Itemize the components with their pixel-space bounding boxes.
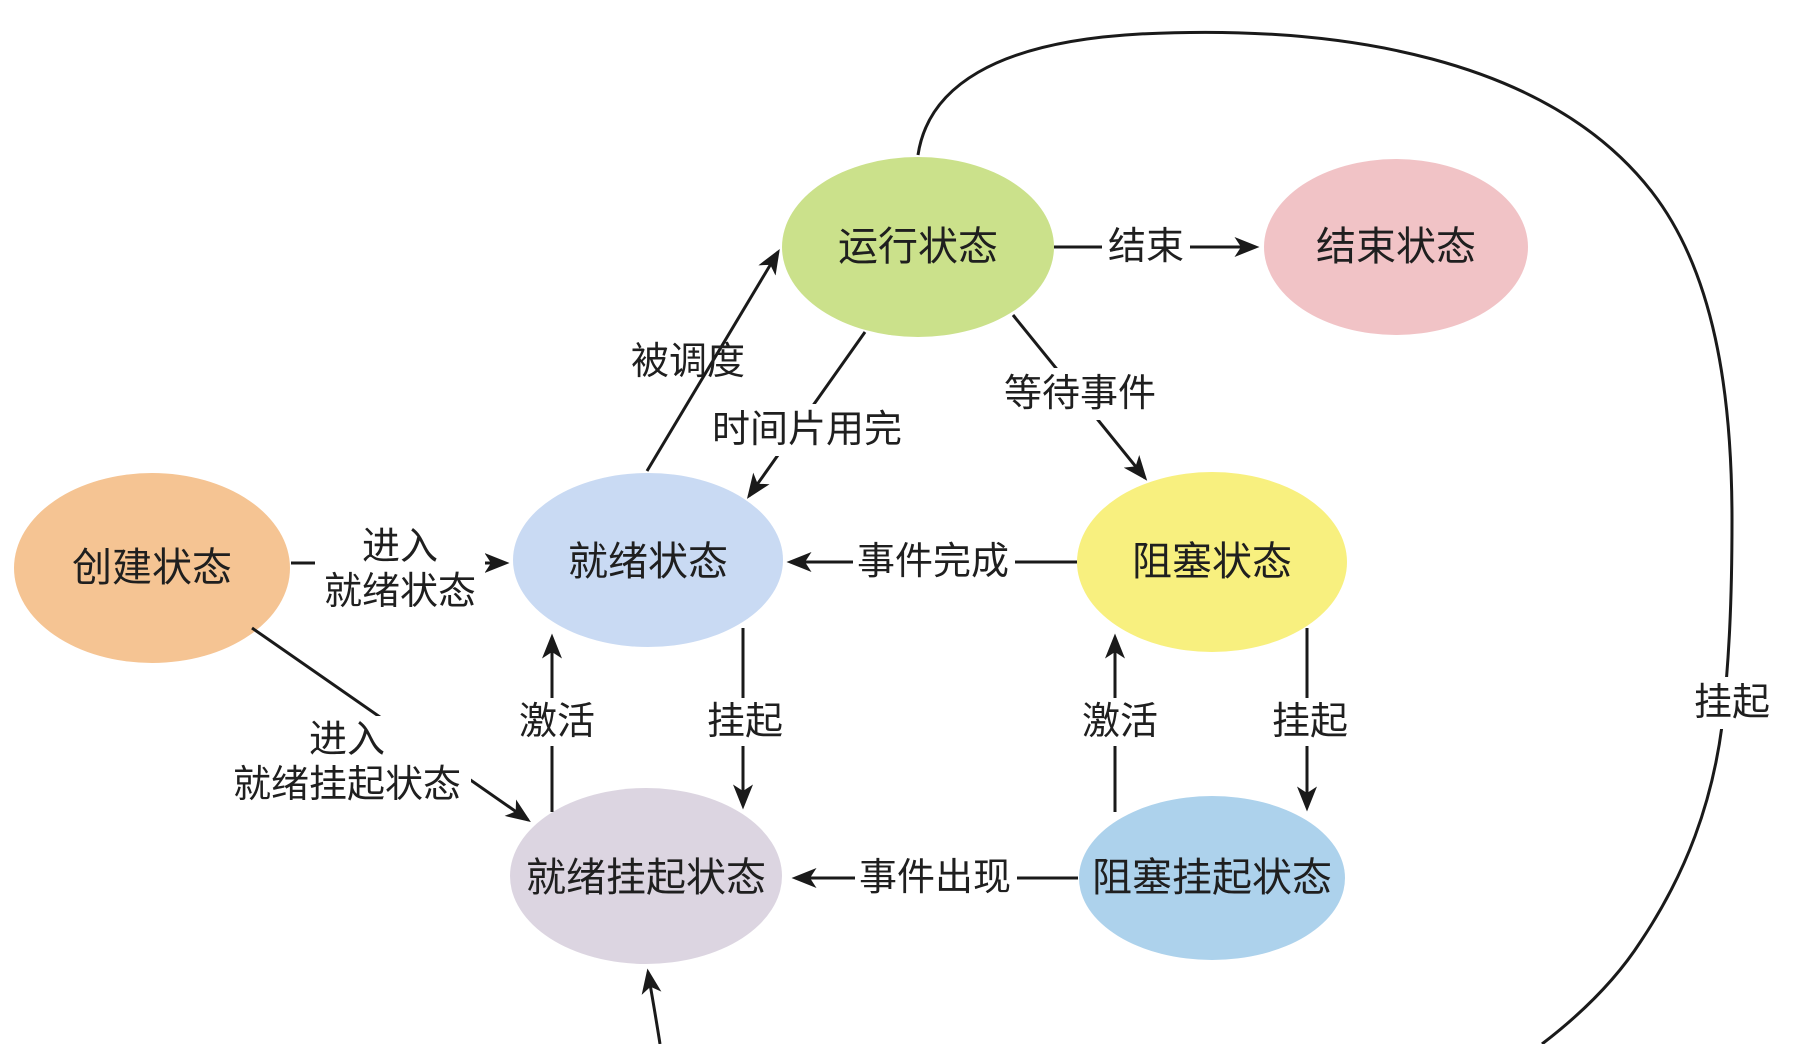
edge-activate-left-label: 激活 [519, 701, 595, 743]
node-blocked-ellipse [1077, 472, 1347, 652]
activate-left-label-bg [512, 698, 602, 746]
edge-suspend-wrap-label: 挂起 [1694, 682, 1770, 724]
edge-event-done-label: 事件完成 [857, 541, 1009, 583]
node-terminated-label: 结束状态 [1316, 225, 1476, 269]
node-created-label: 创建状态 [72, 546, 232, 590]
node-ready-suspended-ellipse [510, 788, 782, 964]
node-running-ellipse [782, 157, 1054, 337]
node-terminated-ellipse [1264, 159, 1528, 335]
edge-suspend-right-label: 挂起 [1272, 701, 1348, 743]
edge-scheduled-label: 被调度 [631, 341, 745, 383]
timeslice-label-bg [700, 404, 912, 456]
edge-enter-ready-label-line2: 就绪状态 [324, 571, 476, 613]
node-ready-ellipse [513, 473, 783, 647]
edge-suspend-wrap-curve [916, 30, 1734, 1044]
node-running-label: 运行状态 [838, 225, 998, 269]
edge-scheduled-arrow [645, 248, 780, 472]
enter-ready-label-bg [315, 524, 485, 616]
node-blocked-label: 阻塞状态 [1132, 540, 1292, 584]
edge-enter-ready-suspended-label-line1: 进入 [309, 719, 385, 761]
edge-timeslice-label: 时间片用完 [712, 409, 902, 451]
edge-activate-right-label: 激活 [1082, 701, 1158, 743]
node-created-ellipse [14, 473, 290, 663]
suspend-right-label-bg [1265, 698, 1355, 746]
edge-finish-label: 结束 [1108, 226, 1184, 268]
node-blocked-suspended-label: 阻塞挂起状态 [1092, 856, 1332, 900]
node-blocked-suspended-ellipse [1079, 796, 1345, 960]
edge-enter-ready-suspended-label-line2: 就绪挂起状态 [233, 764, 461, 806]
wait-event-label-bg [1000, 368, 1160, 420]
edge-suspend-wrap-entry-arrow [641, 968, 662, 1044]
edge-suspend-left-label: 挂起 [707, 701, 783, 743]
edge-wait-event-label: 等待事件 [1004, 373, 1156, 415]
suspend-left-label-bg [700, 698, 790, 746]
suspend-wrap-label-bg [1686, 677, 1778, 729]
finish-label-bg [1102, 222, 1190, 272]
edge-enter-ready-label-line1: 进入 [362, 526, 438, 568]
node-ready-suspended-label: 就绪挂起状态 [526, 856, 766, 900]
activate-right-label-bg [1075, 698, 1165, 746]
event-done-label-bg [853, 537, 1015, 587]
event-occur-label-bg [855, 853, 1017, 903]
edge-event-occur-label: 事件出现 [859, 857, 1011, 899]
node-ready-label: 就绪状态 [568, 540, 728, 584]
enter-ready-suspended-label-bg [225, 716, 471, 808]
